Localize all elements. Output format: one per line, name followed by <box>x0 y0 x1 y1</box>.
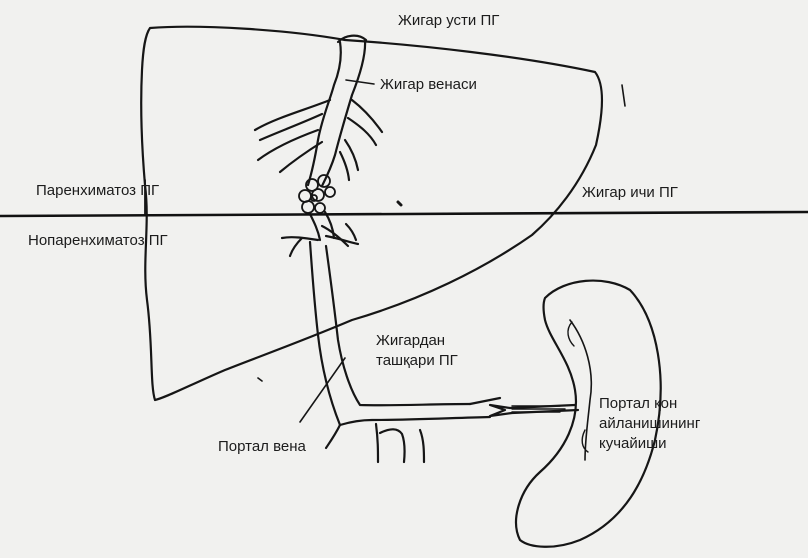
hepatic-vein-trunk <box>308 42 341 185</box>
label-extrahepatic-line2: ташқари ПГ <box>376 351 458 371</box>
label-extrahepatic: Жигардан ташқари ПГ <box>376 331 458 371</box>
portal-vein-trunk <box>310 242 340 425</box>
label-portal-vein: Портал вена <box>218 438 306 456</box>
divider-line <box>0 212 808 216</box>
label-portal-flow-line3: кучайиши <box>599 434 700 454</box>
label-portal-flow-line2: айланишининг <box>599 414 700 434</box>
label-extrahepatic-line1: Жигардан <box>376 331 458 351</box>
splenic-vein <box>340 417 490 425</box>
label-parenchymal: Паренхиматоз ПГ <box>36 182 159 200</box>
label-nonparenchymal: Нопаренхиматоз ПГ <box>28 232 168 250</box>
hepatic-vein-pointer <box>346 80 374 84</box>
label-portal-flow: Портал қон айланишининг кучайиши <box>599 394 700 454</box>
label-portal-flow-line1: Портал қон <box>599 394 700 414</box>
label-hepatic-vein: Жигар венаси <box>380 76 477 94</box>
label-suprahepatic: Жигар усти ПГ <box>398 12 499 30</box>
label-intrahepatic: Жигар ичи ПГ <box>582 184 678 202</box>
sinusoid-cluster <box>299 175 335 213</box>
